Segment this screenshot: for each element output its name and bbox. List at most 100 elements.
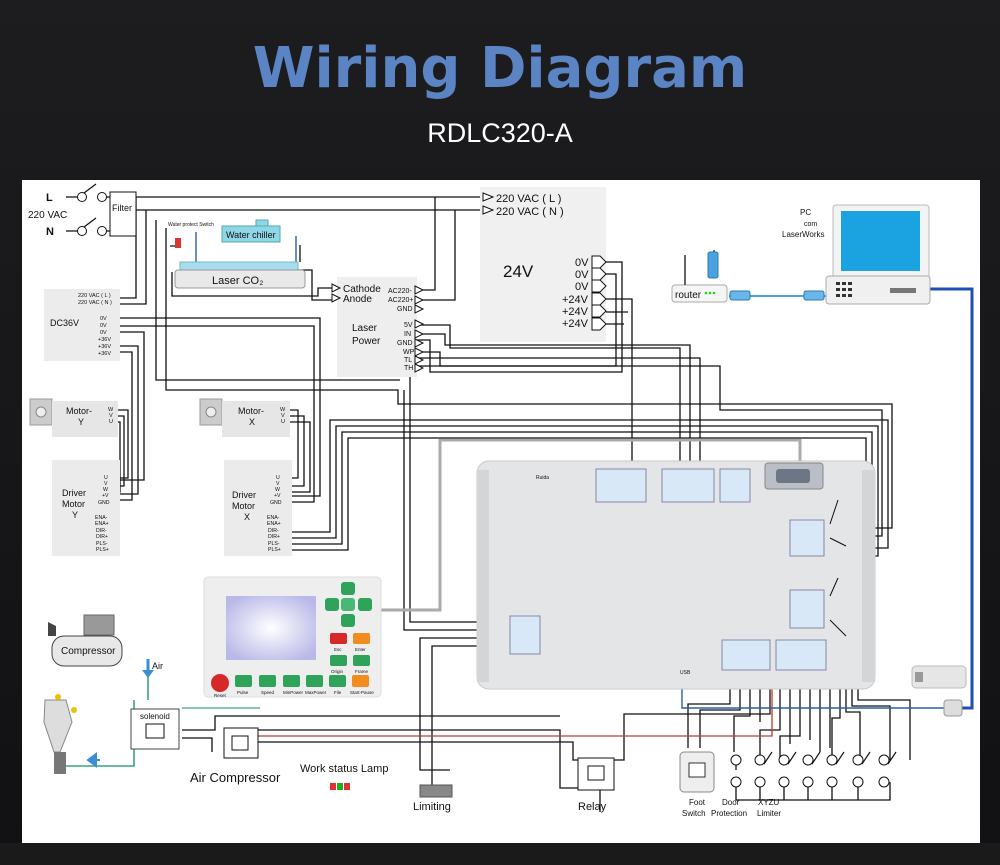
minpower-button[interactable] [283,675,300,687]
driver-y-label-2: Motor [62,499,85,509]
driver-y-pin: ENA- [95,515,108,521]
air-system: Compressor Air solenoid Air Compressor [43,614,281,785]
motor-x-label-1: Motor- [238,406,264,416]
driver-motor-x: Driver Motor X U V W +V GND ENA- ENA+ DI… [224,460,292,556]
psu-24v-pin: +24V [562,294,589,306]
driver-x-pin: PLS+ [268,547,281,553]
work-lamp-label: Work status Lamp [300,763,388,775]
keypad-label: Start-Pause [350,690,374,695]
filter-box [109,191,137,237]
dc36v-pin: 0V [100,323,107,329]
origin-button[interactable] [330,655,347,666]
speed-button[interactable] [259,675,276,687]
maxpower-button[interactable] [306,675,323,687]
dc36v-pin: +36V [98,351,111,357]
keypad-dpad[interactable] [325,582,372,627]
usb-stick [911,665,967,689]
psu-dc36v: DC36V 220 VAC ( L ) 220 VAC ( N ) 0V 0V … [44,289,120,361]
start-pause-button[interactable] [352,675,369,687]
compressor-label: Compressor [61,646,116,657]
relay-label: Relay [578,801,607,813]
usb-plug [943,699,963,717]
motor-y-pin: U [109,419,113,425]
driver-x-pin: ENA- [267,515,280,521]
keypad-right[interactable] [358,598,372,611]
psu-24v-in-n: 220 VAC ( N ) [496,206,564,218]
esc-button[interactable] [330,633,347,644]
pulse-button[interactable] [235,675,252,687]
compressor-tank [51,635,123,667]
usb-label: USB [680,670,691,676]
driver-y-pin: ENA+ [95,521,109,527]
psu-24v-pin: 0V [575,281,589,293]
lp-ac-pin: GND [397,306,413,313]
dc36v-pin: 0V [100,316,107,322]
router-label: router [675,290,702,301]
keypad-label: Speed [261,690,275,695]
keypad-buttons[interactable] [211,633,370,692]
keypad-screen [226,596,316,660]
foot-switch-label-1: Foot [689,798,706,807]
keypad-label: Esc [334,647,342,652]
water-chiller [221,225,281,243]
limiting-label: Limiting [413,801,451,813]
limit-switch [419,784,453,798]
door-label-2: Protection [711,809,747,818]
driver-y-pin: GND [98,500,110,506]
keypad-label: File [334,690,342,695]
lp-io-pin: WP [403,349,415,356]
pc-screen [841,211,920,271]
reset-button[interactable] [211,674,229,692]
line-n-label: N [46,226,54,238]
keypad-label: Frame [355,669,368,674]
driver-y-box [52,460,120,556]
controller-brand: Ruida [536,475,549,481]
psu-24v-box [480,187,606,342]
switch-terminal [97,192,107,202]
line-l-label: L [46,192,53,204]
psu-24v-pin: 0V [575,257,589,269]
enter-button[interactable] [353,633,370,644]
dc36v-pin: +36V [98,344,111,350]
frame-button[interactable] [353,655,370,666]
motor-y-label-2: Y [78,417,84,427]
air-compressor-label: Air Compressor [190,770,281,785]
driver-y-pin: +V [102,493,109,499]
driver-y-pin: W [103,487,108,493]
switch-terminal [77,192,87,202]
psu-24v-pin: +24V [562,318,589,330]
dc36v-box [44,289,120,361]
wiring-diagram-panel: L N 220 VAC Filter 220 VAC ( L ) 220 VAC… [22,180,980,843]
keypad-left[interactable] [325,598,339,611]
file-button[interactable] [329,675,346,687]
lp-io-pin: TH [404,365,413,372]
usb-drive [911,665,967,717]
driver-y-pin: U [104,475,108,481]
keypad-center[interactable] [341,598,355,611]
bottom-strip [0,843,1000,865]
driver-x-label-3: X [244,512,250,522]
pc-label-2: com [804,221,817,228]
anode-label: Anode [343,294,372,305]
dc36v-pin: 0V [100,330,107,336]
router [671,284,728,303]
lamp-red [330,783,336,790]
lp-ac-pin: AC220- [388,288,412,295]
keypad-up[interactable] [341,582,355,595]
lp-io-pin: GND [397,340,413,347]
pc-label-3: LaserWorks [782,230,825,239]
driver-x-pin: DIR- [268,528,279,534]
cathode-label: Cathode [343,284,381,295]
keypad-down[interactable] [341,614,355,627]
driver-x-pin: DIR+ [268,534,280,540]
driver-motor-y: Driver Motor Y U V W +V GND ENA- ENA+ DI… [52,460,120,556]
driver-x-pin: V [276,481,280,487]
dc36v-pin: +36V [98,337,111,343]
motor-y-pin: W [108,407,114,413]
dc36v-ac-pin: 220 VAC ( L ) [78,293,111,299]
chiller-and-tube: Water protect Switch Water chiller Laser… [168,219,306,289]
driver-y-label-1: Driver [62,488,86,498]
motor-y-label-1: Motor- [66,406,92,416]
driver-x-pin: GND [270,500,282,506]
controller: Ruida USB [476,460,876,690]
